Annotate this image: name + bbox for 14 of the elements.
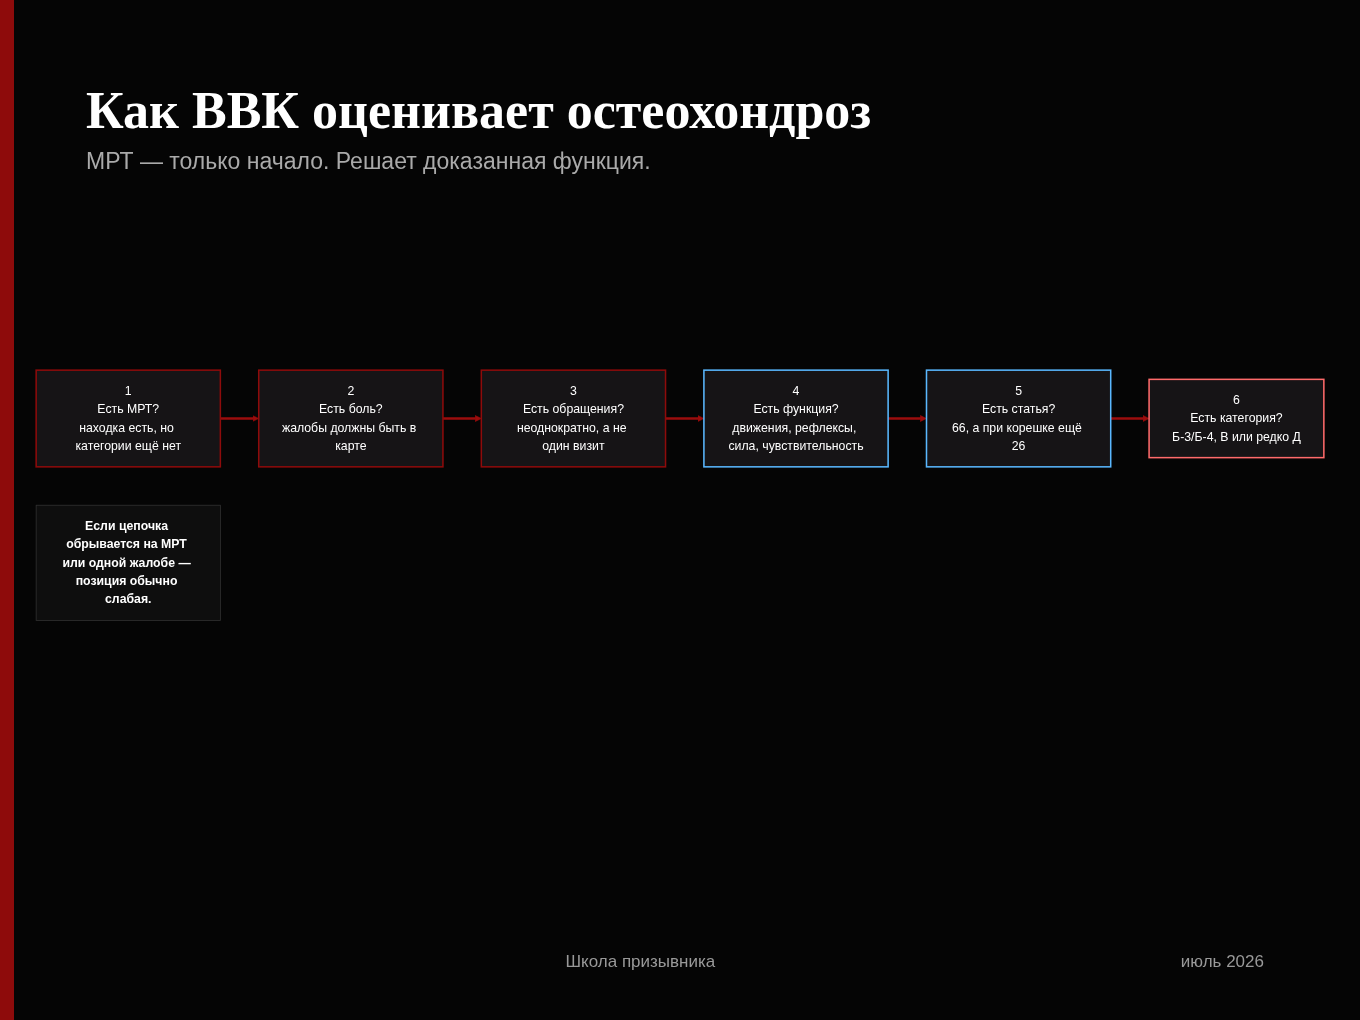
node-box: 6 Есть категория? Б-3/Б-4, В или редко Д	[1148, 378, 1325, 459]
node-box: 5 Есть статья? 66, а при корешке ещё 26	[925, 369, 1112, 468]
node-box: 2 Есть боль? жалобы должны быть в карте	[257, 369, 444, 468]
arrow	[888, 414, 927, 422]
arrow	[1110, 414, 1150, 422]
title: Как ВВК оценивает остеохондроз	[86, 81, 873, 140]
footer-text: июль 2026	[1180, 952, 1264, 972]
node-box: 1 Есть МРТ? находка есть, но категории ещё нет	[35, 369, 222, 468]
subtitle: МРТ — только начало. Решает доказанная функция.	[86, 148, 652, 175]
arrow	[442, 414, 482, 422]
node-box: 4 Есть функция? движения, рефлексы, сила, чувствительность	[703, 369, 889, 468]
node-box: Если цепочка обрывается на МРТ или одной жалобе — позиция обычно слабая.	[35, 504, 221, 621]
footer-text: Школа призывника	[565, 952, 716, 972]
node-box: 3 Есть обращения? неоднократно, а не один визит	[480, 369, 667, 468]
